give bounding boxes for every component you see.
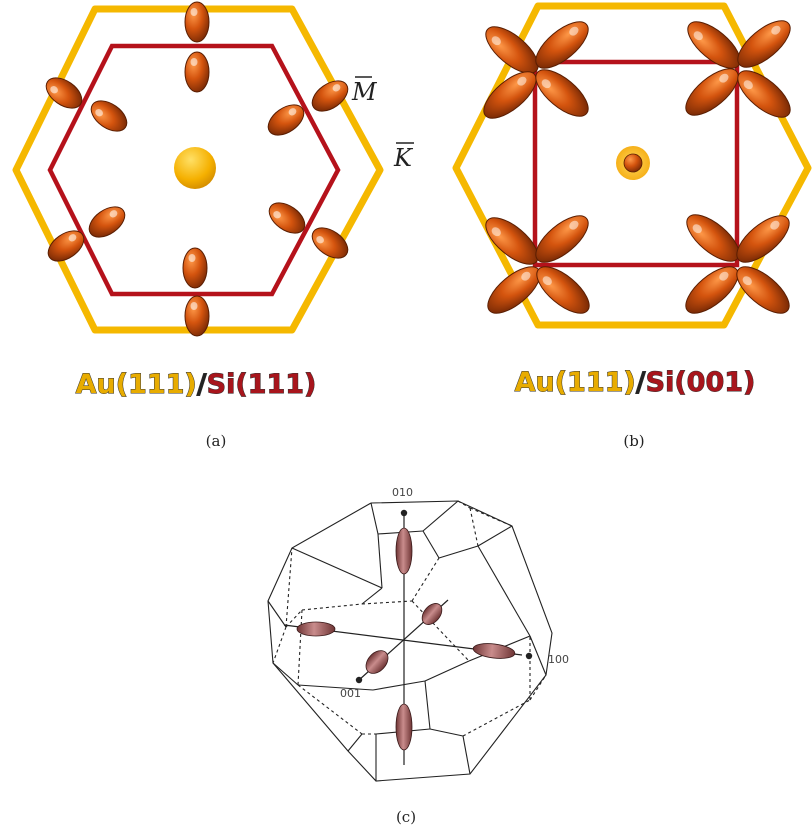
pocket-a-bottom-outer: [184, 295, 210, 337]
au-brillouin-zone-hexagon-b: [452, 2, 812, 329]
au-brillouin-zone-hexagon: [12, 5, 384, 334]
symbol-m-bar: M: [351, 76, 378, 106]
axis-100-point: [525, 652, 533, 660]
caption-a-sep: /: [197, 369, 207, 400]
pocket-a-top-outer: [184, 1, 210, 43]
pocket-b-bl-2: [527, 207, 597, 271]
brillouin-zone-hidden-edges: [272, 500, 547, 737]
axis-001-point: [355, 676, 363, 684]
symbol-m: M: [351, 78, 378, 106]
pocket-b-tl-1: [477, 18, 547, 82]
symbol-k-bar: K: [393, 142, 414, 172]
pocket-b-tr-4: [729, 62, 799, 126]
pocket-b-tl-2: [527, 13, 597, 77]
axis-001-label: 001: [340, 687, 361, 700]
caption-b: Au(111)/Si(001): [515, 367, 756, 398]
panel-c-label: (c): [396, 808, 416, 826]
pocket-c-left: [296, 621, 336, 637]
si-brillouin-zone-hexagon: [47, 43, 341, 297]
gamma-point-b: [616, 146, 650, 180]
caption-b-si: Si(001): [646, 367, 756, 398]
pocket-a-lower-left-inner: [83, 200, 131, 244]
pocket-c-back: [421, 603, 443, 625]
axis-010-label: 010: [392, 486, 413, 499]
brillouin-zone-solid-edges: [267, 500, 553, 782]
pocket-a-top-inner: [184, 51, 210, 93]
pocket-b-bl-4: [528, 258, 598, 322]
pocket-b-br-3: [677, 258, 747, 322]
pocket-b-bl-3: [479, 258, 549, 322]
si-brillouin-zone-square: [532, 59, 740, 268]
caption-a: Au(111)/Si(111): [76, 369, 317, 400]
caption-b-sep: /: [636, 367, 646, 398]
pocket-c-right: [472, 643, 516, 659]
pocket-a-bottom-inner: [182, 247, 208, 289]
caption-b-au: Au(111): [515, 367, 636, 398]
pocket-a-upper-left-inner: [85, 94, 133, 138]
panel-b-label: (b): [623, 432, 644, 450]
pocket-c-top: [395, 527, 413, 575]
pocket-c-bottom: [395, 703, 413, 751]
symbol-k: K: [393, 144, 414, 172]
panel-c: 010 100 001: [267, 486, 569, 782]
pocket-c-front: [365, 650, 389, 674]
panel-a-label: (a): [206, 432, 227, 450]
pocket-b-br-2: [728, 207, 798, 271]
gamma-point: [174, 147, 216, 189]
caption-a-si: Si(111): [207, 369, 317, 400]
panel-a: M K Au(111)/Si(111) (a): [12, 1, 414, 450]
pockets-c: [296, 527, 516, 751]
pocket-b-tr-1: [679, 13, 749, 77]
panel-b: Au(111)/Si(001) (b): [452, 2, 812, 450]
caption-a-au: Au(111): [76, 369, 197, 400]
pocket-b-tl-4: [527, 61, 597, 125]
axis-100-label: 100: [548, 653, 569, 666]
axis-010-point: [400, 509, 408, 517]
